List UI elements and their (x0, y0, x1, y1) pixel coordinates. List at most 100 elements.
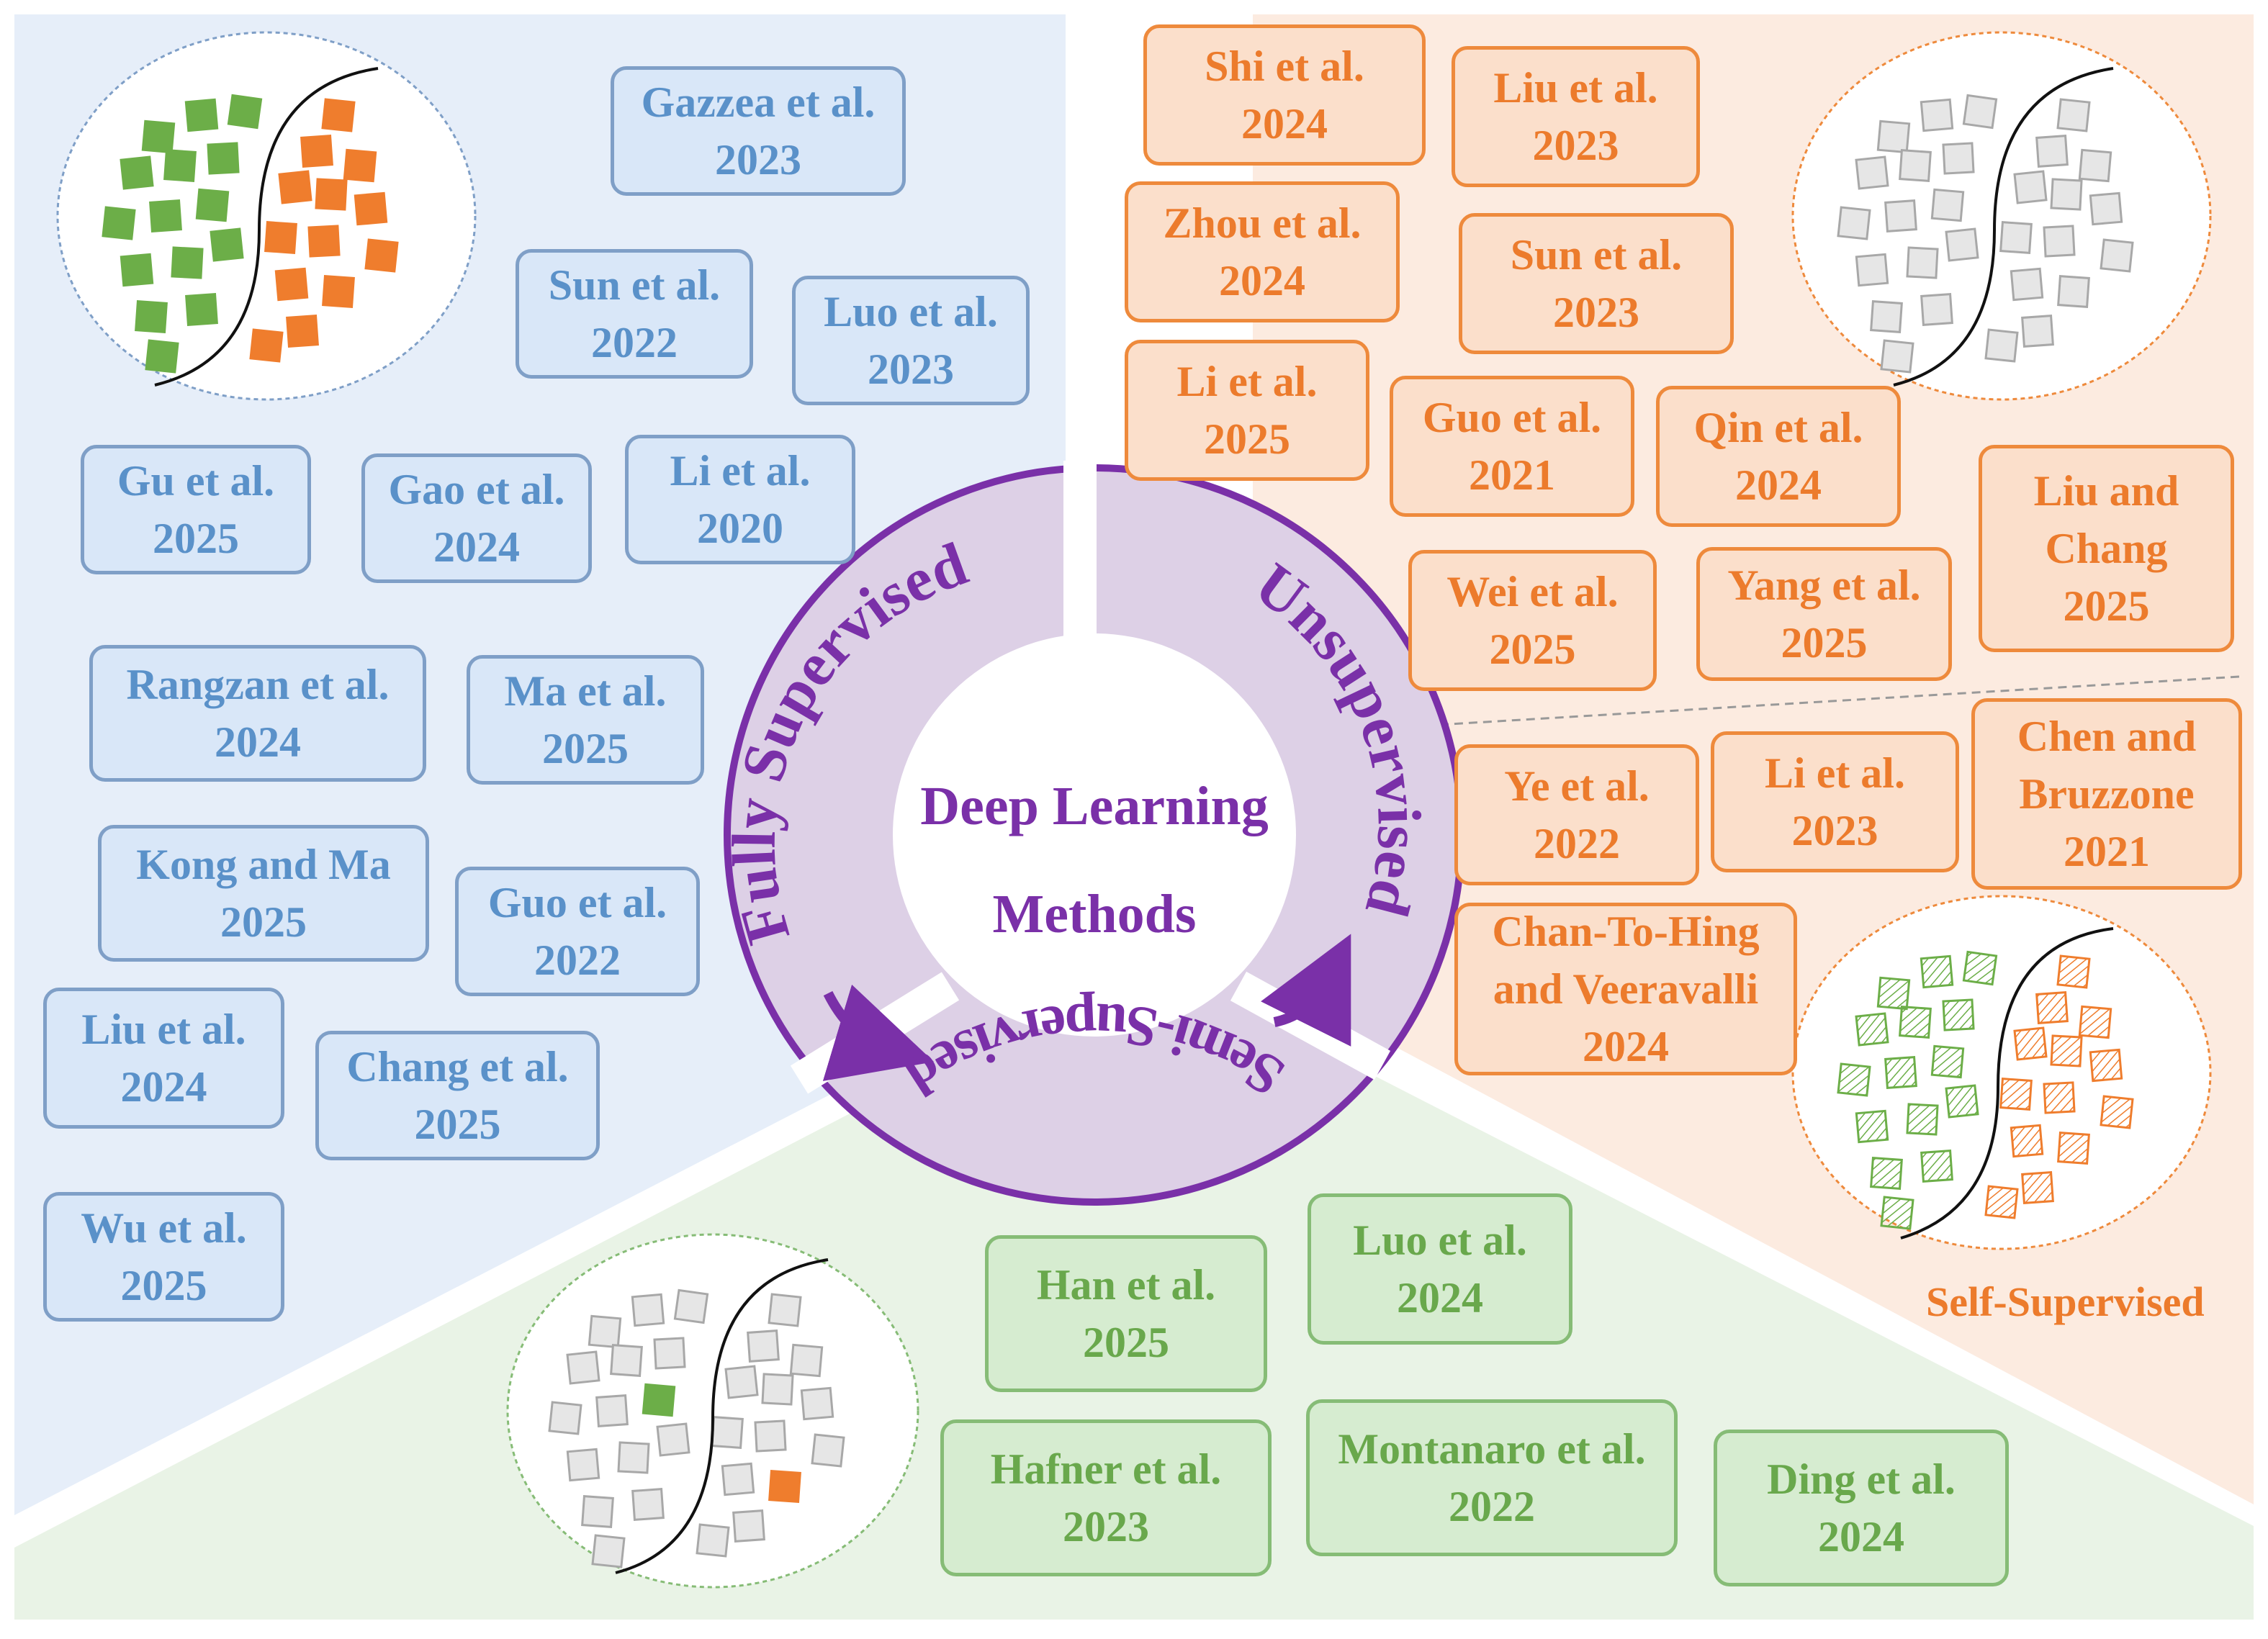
sample-square (2078, 148, 2112, 183)
sample-square (595, 1394, 629, 1427)
sample-square (2078, 1005, 2112, 1039)
decision-boundary (1900, 927, 2114, 1240)
sample-square (1999, 1078, 2033, 1111)
sample-square (1906, 1103, 1939, 1136)
arrow-fully-to-semi (822, 984, 935, 1081)
fully-supervised-reference-box: Chang et al. 2025 (315, 1031, 600, 1160)
self-supervised-illustration (1791, 895, 2212, 1250)
semi-supervised-reference-box: Hafner et al. 2023 (940, 1419, 1272, 1576)
fully-supervised-reference-box: Liu et al. 2024 (43, 988, 284, 1129)
fully-supervised-reference-box: Kong and Ma 2025 (98, 825, 429, 962)
unsupervised-reference-box: Sun et al. 2023 (1459, 213, 1734, 354)
self-supervised-reference-box: Li et al. 2023 (1711, 731, 1959, 872)
sample-square (1884, 1056, 1917, 1089)
sample-square (2100, 238, 2134, 273)
sample-square (2021, 315, 2054, 348)
fully-supervised-reference-box: Sun et al. 2022 (516, 249, 753, 379)
sample-square (102, 206, 136, 240)
sample-square (1837, 1062, 1871, 1097)
sample-square (811, 1433, 845, 1468)
sample-square (591, 1534, 626, 1568)
sample-square (656, 1422, 690, 1457)
sample-square (207, 142, 240, 175)
sample-square (120, 253, 154, 287)
sample-square (1999, 221, 2033, 254)
sample-square (768, 1470, 801, 1503)
fully-supervised-reference-box: Rangzan et al. 2024 (89, 645, 426, 782)
sample-square (631, 1293, 665, 1327)
semi-supervised-reference-box: Montanaro et al. 2022 (1306, 1399, 1678, 1556)
sample-square (286, 315, 319, 348)
sample-square (1920, 293, 1953, 326)
ring-inner-disc (893, 633, 1296, 1037)
sample-square (2089, 1048, 2123, 1083)
sample-square (264, 221, 297, 254)
fully-supervised-reference-box: Ma et al. 2025 (467, 655, 704, 785)
decision-boundary (1893, 67, 2114, 387)
sample-square (747, 1329, 780, 1363)
sample-square (1930, 1044, 1965, 1079)
sample-square (2010, 267, 2044, 302)
sample-square (2013, 1026, 2048, 1061)
sample-square (1920, 98, 1954, 132)
sample-square (120, 155, 154, 190)
sample-square (2021, 1171, 2054, 1204)
sample-square (548, 1401, 582, 1435)
sample-square (2050, 1034, 2083, 1067)
sample-square (1880, 1196, 1914, 1230)
sample-square (1855, 1109, 1889, 1144)
sample-square (1855, 155, 1889, 190)
sample-square (1930, 188, 1965, 222)
sample-square (653, 1337, 686, 1370)
sample-square (673, 1288, 709, 1324)
self-supervised-label: Self-Supervised (1926, 1278, 2205, 1325)
unsupervised-reference-box: Li et al. 2025 (1125, 340, 1369, 481)
sample-square (800, 1386, 834, 1421)
self-supervised-reference-box: Ye et al. 2022 (1454, 744, 1699, 885)
fully-supervised-illustration (56, 31, 477, 401)
sample-square (610, 1344, 643, 1377)
sample-square (2100, 1095, 2134, 1129)
sample-square (135, 300, 168, 333)
sample-square (307, 225, 341, 258)
sample-square (2013, 170, 2048, 204)
sample-square (1945, 1084, 1979, 1119)
center-title-line1: Deep Learning (920, 776, 1268, 836)
sample-square (227, 94, 263, 130)
sample-square (315, 178, 348, 211)
sample-square (1906, 246, 1939, 279)
sample-square (1880, 339, 1914, 374)
sample-square (343, 148, 377, 183)
sample-square (1884, 199, 1917, 232)
sample-square (711, 1416, 744, 1449)
sample-square (195, 188, 230, 222)
sample-square (1855, 253, 1889, 287)
sample-square (1942, 142, 1975, 175)
sample-square (1870, 300, 1903, 333)
sample-square (2043, 225, 2076, 258)
sample-square (321, 98, 356, 132)
sample-square (322, 275, 355, 308)
sample-square (163, 149, 197, 182)
unsupervised-reference-box: Qin et al. 2024 (1656, 386, 1901, 527)
sample-square (364, 238, 399, 273)
sample-square (1945, 227, 1979, 262)
sample-square (2056, 954, 2091, 989)
sample-square (1920, 1150, 1953, 1183)
sample-square (732, 1509, 765, 1543)
sample-square (768, 1293, 802, 1327)
sample-square (581, 1495, 614, 1528)
sample-square (1855, 1012, 1889, 1047)
sample-square (354, 191, 388, 226)
unsupervised-reference-box: Liu et al. 2023 (1452, 46, 1700, 187)
sample-square (149, 199, 182, 232)
semi-supervised-reference-box: Ding et al. 2024 (1714, 1430, 2009, 1586)
unsupervised-illustration (1791, 31, 2212, 401)
arrow-semi-to-unsup (1261, 934, 1351, 1047)
sample-square (588, 1314, 622, 1349)
sample-square (566, 1350, 600, 1385)
sample-square (185, 293, 218, 326)
sample-square (2089, 191, 2123, 226)
fully-supervised-reference-box: Wu et al. 2025 (43, 1192, 284, 1322)
